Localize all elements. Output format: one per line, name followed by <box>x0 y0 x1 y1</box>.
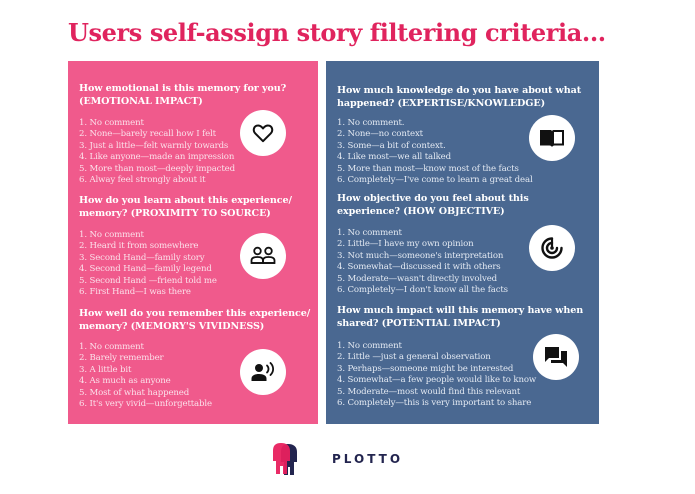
option-item: 1. No comment <box>79 342 144 352</box>
plotto-figures-logo <box>273 443 297 475</box>
option-item: 4. Somewhat—discussed it with others <box>337 262 501 273</box>
options-list: 1. No comment 2. Little—I have my own op… <box>337 228 508 296</box>
option-item: 6. First Hand—I was there <box>79 287 191 298</box>
person-speaking-icon-circle <box>240 349 286 395</box>
option-item: 2. Little —just a general observation <box>337 352 491 363</box>
heart-icon <box>252 124 274 143</box>
question-text: How much knowledge do you have about wha… <box>337 85 582 109</box>
options-list: 1. No comment 2. None—barely recall how … <box>79 118 235 186</box>
option-item: 2. Heard it from somewhere <box>79 241 199 252</box>
option-item: 6. It's very vivid—unforgettable <box>79 399 212 410</box>
book-icon-circle <box>529 115 575 161</box>
option-item: 4. Somewhat—a few people would like to k… <box>337 375 537 386</box>
question-text: How emotional is this memory for you? (E… <box>79 83 287 107</box>
option-item: 3. Not much—someone's interpretation <box>337 250 504 261</box>
chat-bubbles-icon <box>545 347 567 367</box>
option-item: 6. Completely—I've come to learn a great… <box>337 175 533 186</box>
option-item: 3. Just a little—felt warmly towards <box>79 140 229 151</box>
option-item: 5. Second Hand —friend told me <box>79 275 217 286</box>
logo-text: PLOTTO <box>332 452 404 466</box>
option-item: 5. Most of what happened <box>79 387 190 398</box>
options-list: 1. No comment 2. Heard it from somewhere… <box>79 230 217 298</box>
option-item: 3. Perhaps—someone might be interested <box>337 363 514 374</box>
question-text: How objective do you feel about this exp… <box>337 193 529 217</box>
option-item: 4. Like anyone—made an impression <box>79 152 235 163</box>
option-item: 6. Alway feel strongly about it <box>79 175 206 186</box>
right-criteria-panel: How much knowledge do you have about wha… <box>326 61 599 424</box>
radar-icon-circle <box>529 225 575 271</box>
radar-target-icon <box>541 237 563 259</box>
option-item: 5. Moderate—most would find this relevan… <box>337 386 521 397</box>
option-item: 2. None—no context <box>337 129 423 140</box>
option-item: 2. None—barely recall how I felt <box>79 129 216 140</box>
option-item: 6. Completely—I don't know all the facts <box>337 285 508 296</box>
options-list: 1. No comment 2. Barely remember 3. A li… <box>79 342 212 410</box>
people-icon <box>250 246 276 264</box>
option-item: 1. No comment <box>79 230 144 240</box>
page-title: Users self-assign story filtering criter… <box>68 18 606 47</box>
option-item: 2. Little—I have my own opinion <box>337 239 474 250</box>
question-text: How much impact will this memory have wh… <box>337 305 584 329</box>
option-item: 4. Second Hand—family legend <box>79 264 212 275</box>
option-item: 4. Like most—we all talked <box>337 152 451 163</box>
option-item: 6. Completely—this is very important to … <box>337 398 532 409</box>
people-icon-circle <box>240 233 286 279</box>
option-item: 5. More than most—know most of the facts <box>337 163 519 174</box>
option-item: 3. Some—a bit of context. <box>337 140 446 151</box>
option-item: 5. Moderate—wasn't directly involved <box>337 273 497 284</box>
option-item: 1. No comment <box>337 341 402 351</box>
options-list: 1. No comment 2. Little —just a general … <box>337 341 536 409</box>
question-text: How do you learn about this experience/ … <box>79 195 292 219</box>
plotto-logo: PLOTTO <box>272 442 403 476</box>
person-speaking-icon <box>251 362 275 381</box>
option-item: 2. Barely remember <box>79 353 164 364</box>
option-item: 1. No comment <box>337 228 402 238</box>
option-item: 1. No comment <box>79 118 144 128</box>
option-item: 3. Second Hand—family story <box>79 252 205 263</box>
chat-icon-circle <box>533 334 579 380</box>
option-item: 4. As much as anyone <box>79 376 171 387</box>
options-list: 1. No comment. 2. None—no context 3. Som… <box>337 118 533 186</box>
book-icon <box>540 130 564 147</box>
left-criteria-panel: How emotional is this memory for you? (E… <box>68 61 318 424</box>
question-text: How well do you remember this experience… <box>79 308 311 332</box>
heart-icon-circle <box>240 110 286 156</box>
option-item: 5. More than most—deeply impacted <box>79 163 235 174</box>
option-item: 1. No comment. <box>337 118 405 128</box>
option-item: 3. A little bit <box>79 364 132 375</box>
